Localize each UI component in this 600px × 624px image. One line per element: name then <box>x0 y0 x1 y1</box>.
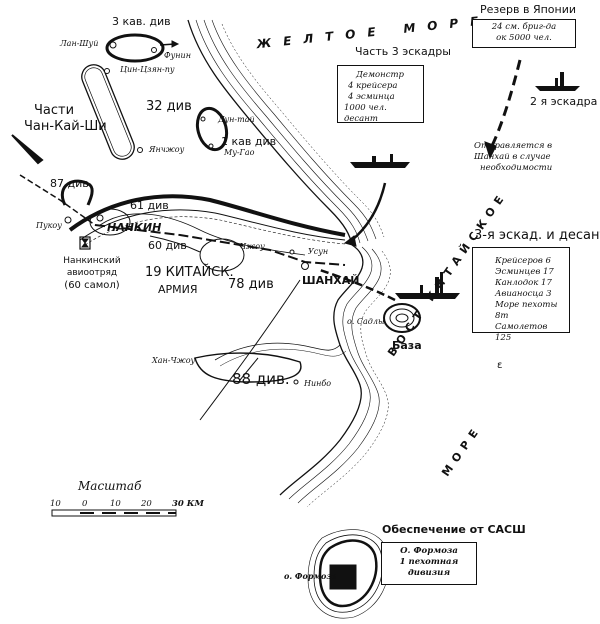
airfield-label: Нанкинский авиоотряд (60 самол) <box>52 257 132 291</box>
place-usun: Усун <box>308 247 329 256</box>
place-funin: Фунин <box>164 51 191 60</box>
scale-tick: 30 КМ <box>172 499 204 509</box>
div-60-label: 60 див <box>148 239 187 252</box>
usa-cover-line: 1 пехотная <box>399 557 459 567</box>
place-chzhou: Чжоу <box>240 242 265 251</box>
airfield-icon <box>79 236 91 250</box>
place-tsin-tszyan-pu: Цин-Цзян-пу <box>120 65 175 74</box>
town-markers <box>64 41 309 385</box>
place-mu-gao: Му-Гао <box>224 148 255 157</box>
squadron-3-landing-line: Канлодок 17 <box>495 278 552 288</box>
place-yanchzhou: Янчжоу <box>149 145 185 154</box>
cav-div-3-label: 3 кав. див <box>112 15 171 28</box>
div-87-label: 87 див <box>50 177 89 190</box>
squadron-3-part-line: 4 эсминца <box>348 92 395 102</box>
place-dun-tai: Дун-тай <box>218 115 255 124</box>
squadron-3-landing-box: Крейсеров 6 Эсминцев 17 Канлодок 17 Авиа… <box>472 247 570 343</box>
chiang-advance-arrow <box>11 134 44 165</box>
base-label: База <box>392 339 422 352</box>
airfield-label-line3: (60 самол) <box>64 280 120 291</box>
chiang-units-label: Части <box>34 103 75 118</box>
reserve-note-line: Отправляется в <box>474 141 553 151</box>
airfield-label-line2: авиоотряд <box>66 268 118 278</box>
usa-cover-title: Обеспечение от САСШ <box>382 523 526 536</box>
div-61-label: 61 див <box>130 199 169 212</box>
place-nanking: НАНКИН <box>107 221 162 234</box>
usa-cover-line: дивизия <box>407 568 451 578</box>
squadron-3-part-line: 4 крейсера <box>348 81 398 91</box>
squadron-3-landing-line: Самолетов 125 <box>495 322 548 343</box>
formosa-island <box>307 529 390 619</box>
scale-tick: 10 <box>110 499 121 509</box>
chiang-units-label-2: Чан-Кай-Ши <box>24 119 107 134</box>
airfield-label-line1: Нанкинский <box>63 256 121 266</box>
japan-reserve-title: Резерв в Японии <box>480 3 577 16</box>
scale-tick: 20 <box>141 499 152 509</box>
squadron-3-part-title: Часть 3 эскадры <box>355 45 451 58</box>
reserve-note-line: Шанхай в случае <box>474 152 551 162</box>
usa-cover-line: О. Формоза <box>400 546 458 556</box>
squadron-3-part-box: Демонстр 4 крейсера 4 эсминца 1000 чел. … <box>337 65 424 124</box>
army-19-label-2: АРМИЯ <box>158 283 198 296</box>
usa-cover-box: О. Формоза 1 пехотная дивизия <box>381 542 477 585</box>
army-19-label: 19 КИТАЙСК. <box>145 265 234 280</box>
div-88-label: 88 див. <box>232 370 290 388</box>
squadron-3-part-line: Демонстр <box>356 70 404 80</box>
landing-routes <box>319 59 522 302</box>
cav-div-1-label: 1 кав див <box>221 135 277 148</box>
squadron-3-landing-line: Эсминцев 17 <box>495 267 554 277</box>
place-pukou: Пукоу <box>36 221 62 230</box>
place-formosa: о. Формоза <box>284 571 337 581</box>
reserve-note: Отправляется в Шанхай в случае необходим… <box>474 141 552 174</box>
scale-tick: 0 <box>82 499 88 509</box>
place-saddle-island: о. Садлы <box>347 317 385 326</box>
ship-icons <box>350 72 580 299</box>
place-ninbo: Нинбо <box>304 379 332 388</box>
div-78-label: 78 див <box>228 277 274 292</box>
japan-reserve-line: 24 см. бриг-да <box>491 22 557 32</box>
scale-tick: 10 <box>50 499 61 509</box>
squadron-3-part-line: 1000 чел. десант <box>344 103 387 124</box>
squadron-3-landing-line: Море пехоты 8т <box>495 300 558 321</box>
unit-outlines <box>61 33 302 383</box>
japan-reserve-line: ок 5000 чел. <box>496 33 552 43</box>
place-shanghai: ШАНХАЙ <box>302 274 360 287</box>
scale-bar <box>51 509 177 517</box>
japan-reserve-box: 24 см. бриг-да ок 5000 чел. <box>472 19 576 48</box>
squadron-3-landing-line: Авианосца 3 <box>495 289 552 299</box>
squadron-3-landing-title: 3-я эскад. и десант <box>474 228 600 243</box>
squadron-3-landing-line: Крейсеров 6 <box>495 256 551 266</box>
coastline <box>187 19 391 508</box>
reserve-note-line: необходимости <box>480 163 553 173</box>
div-32-label: 32 див <box>146 99 192 114</box>
place-lan-shui: Лан-Шуй <box>60 39 99 48</box>
footer-mark: ε <box>497 360 503 371</box>
scale-title: Масштаб <box>78 479 142 493</box>
base-island <box>383 303 421 333</box>
place-hanchzhou: Хан-Чжоу <box>152 356 196 365</box>
rail-lines <box>19 174 346 421</box>
squadron-2-label: 2 я эскадра <box>530 95 598 108</box>
